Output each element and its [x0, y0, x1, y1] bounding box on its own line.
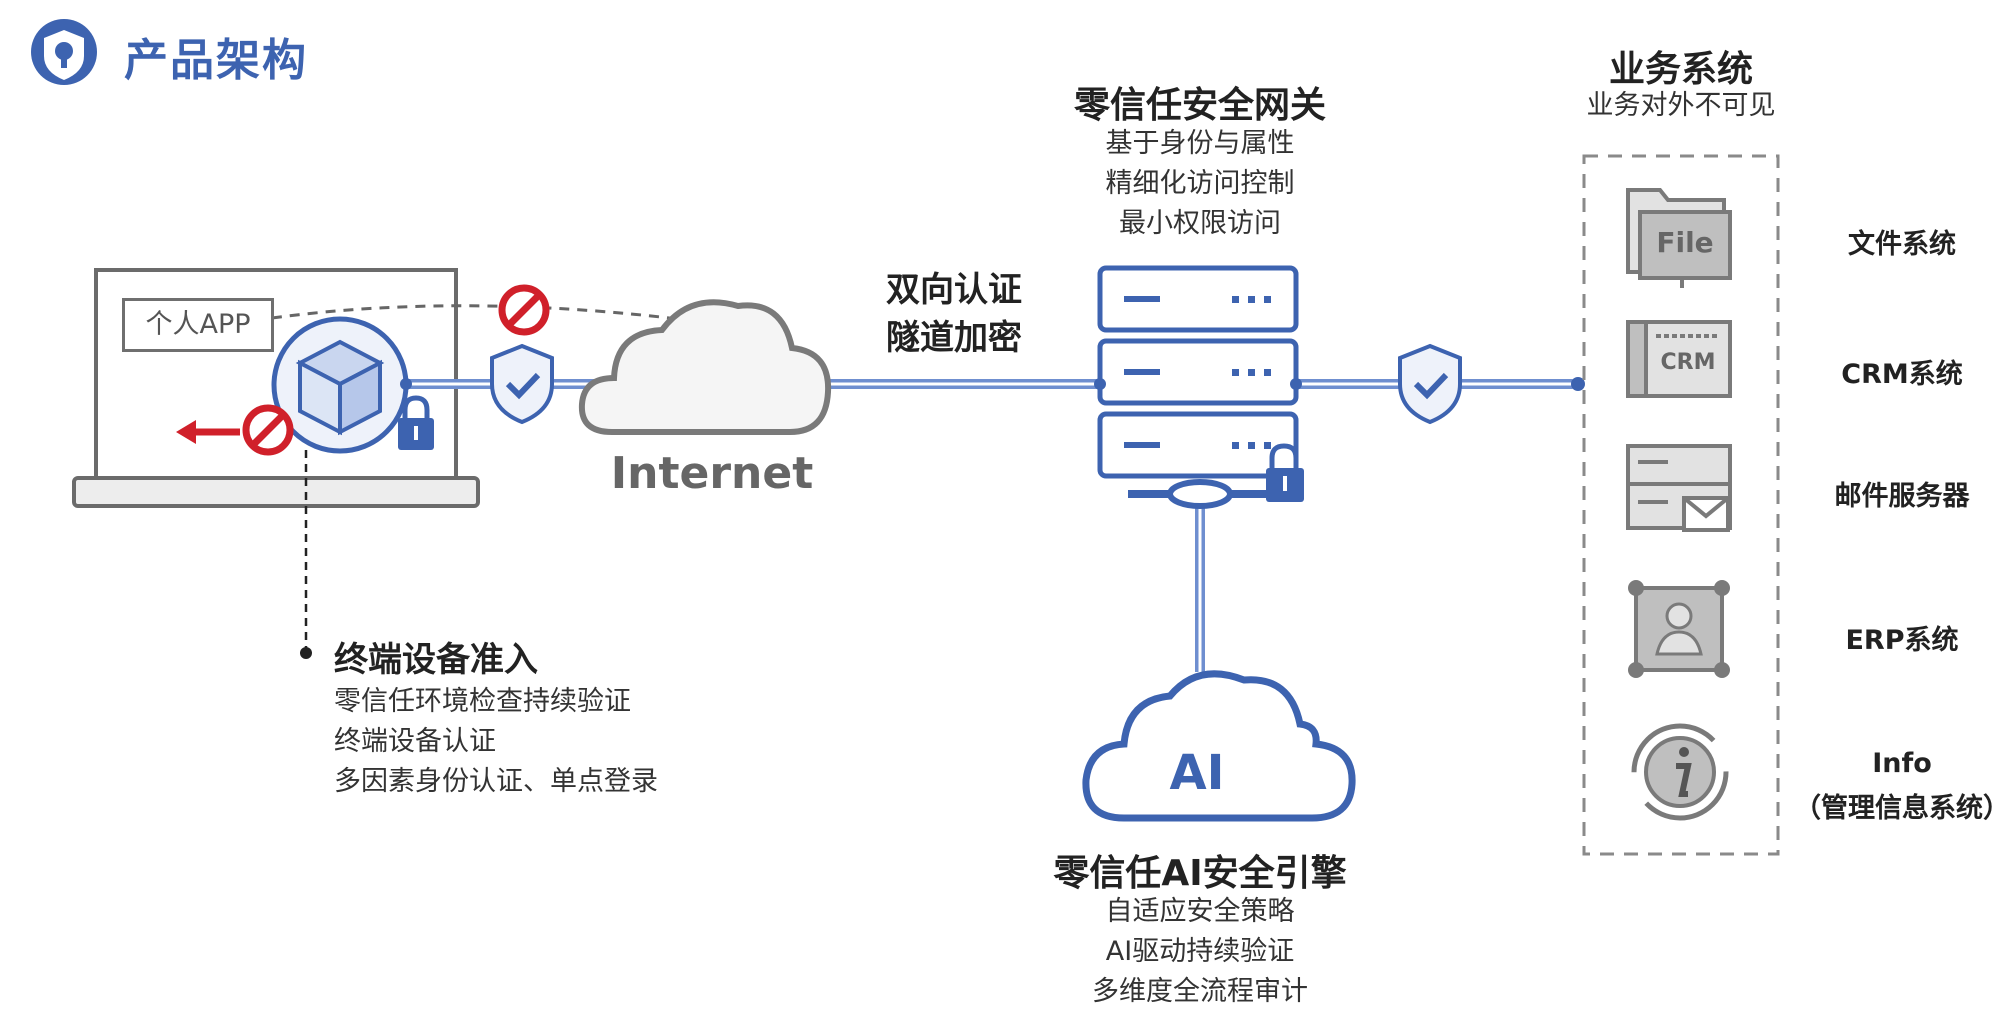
device-line-1: 零信任环境检查持续验证 — [334, 686, 631, 717]
callout-bullet — [300, 647, 312, 659]
gateway-title: 零信任安全网关 — [1073, 85, 1327, 126]
internet-label: Internet — [610, 448, 814, 499]
crm-icon — [1626, 320, 1732, 398]
internet-cloud-icon — [578, 299, 832, 435]
info-icon — [1631, 723, 1729, 821]
block-icon-device — [242, 404, 294, 456]
business-title: 业务系统 — [1608, 49, 1754, 90]
mail-server-icon — [1626, 444, 1732, 532]
device-line-2: 终端设备认证 — [334, 726, 496, 757]
crm-icon-text: CRM — [1660, 350, 1716, 375]
system-label-file: 文件系统 — [1848, 229, 1956, 260]
ai-cloud-icon — [1082, 670, 1356, 822]
system-label-info: Info — [1872, 748, 1932, 779]
blocked-access-path — [271, 304, 733, 328]
gateway-line-1: 基于身份与属性 — [1105, 128, 1295, 159]
ai-engine-line-2: AI驱动持续验证 — [1105, 936, 1295, 967]
system-label-erp: ERP系统 — [1845, 625, 1959, 656]
erp-icon — [1628, 580, 1730, 678]
outbound-blocked-arrow-icon — [176, 420, 240, 444]
ai-engine-line-1: 自适应安全策略 — [1105, 896, 1295, 927]
gateway-lock-icon — [1266, 443, 1304, 502]
gateway-line-2: 精细化访问控制 — [1105, 168, 1295, 199]
shield-check-icon-right — [1398, 343, 1462, 425]
file-icon-text: File — [1656, 226, 1714, 259]
shield-logo-icon — [31, 19, 97, 85]
device-title: 终端设备准入 — [334, 640, 538, 680]
system-label-crm: CRM系统 — [1841, 359, 1963, 390]
tunnel-line-1: 双向认证 — [886, 270, 1022, 310]
block-icon-path — [498, 284, 550, 336]
system-label-info-sub: （管理信息系统） — [1794, 793, 2008, 824]
page-title: 产品架构 — [124, 35, 308, 86]
device-line-3: 多因素身份认证、单点登录 — [334, 766, 658, 797]
ai-cloud-label: AI — [1169, 745, 1225, 801]
business-subtitle: 业务对外不可见 — [1586, 90, 1776, 121]
gateway-server-icon — [1094, 265, 1302, 509]
business-systems-boundary — [1582, 154, 1780, 856]
system-label-mail: 邮件服务器 — [1834, 481, 1970, 512]
client-agent-icon — [271, 316, 412, 454]
shield-check-icon-left — [490, 343, 554, 425]
tunnel-line-2: 隧道加密 — [886, 318, 1022, 358]
lock-icon — [398, 395, 434, 450]
ai-engine-line-3: 多维度全流程审计 — [1092, 976, 1308, 1007]
file-icon — [1626, 188, 1732, 288]
gateway-line-3: 最小权限访问 — [1119, 208, 1281, 239]
personal-app-label: 个人APP — [122, 298, 274, 352]
ai-engine-title: 零信任AI安全引擎 — [1053, 853, 1347, 894]
